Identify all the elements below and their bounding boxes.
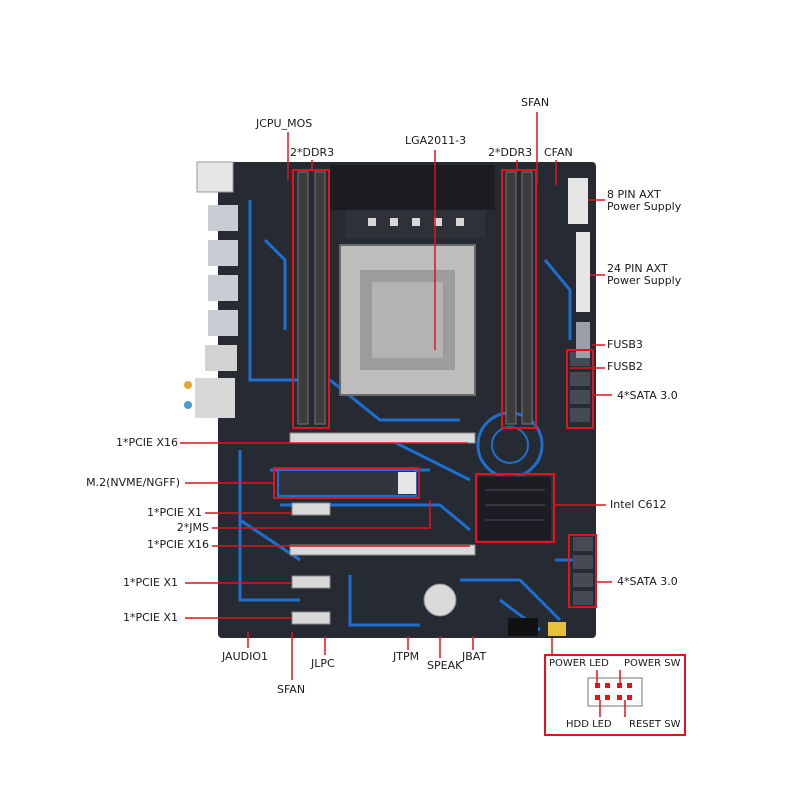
label-lga: LGA2011-3 (405, 134, 467, 147)
label-24pin-line2: Power Supply (607, 274, 682, 287)
label-reset-sw: RESET SW (629, 719, 681, 730)
label-hdd-led: HDD LED (566, 719, 612, 730)
label-pcie-x16-bottom: 1*PCIE X16 (146, 538, 209, 551)
callout-lines (180, 112, 612, 680)
label-jms: 2*JMS (176, 521, 209, 534)
pcie-slots (289, 432, 476, 625)
callout-boxes (273, 169, 686, 736)
label-speak: SPEAK (427, 659, 463, 672)
rear-io (184, 161, 238, 418)
sata-ports (570, 352, 593, 605)
label-8pin-line2: Power Supply (607, 200, 682, 213)
dimm-slots-left (297, 171, 326, 425)
label-m2: M.2(NVME/NGFF) (86, 476, 180, 489)
cpu-socket (339, 244, 476, 396)
label-24pin-line1: 24 PIN AXT (607, 262, 668, 275)
vrm-heatsink (330, 165, 495, 238)
m2-slot (277, 469, 417, 497)
label-power-sw: POWER SW (624, 658, 681, 669)
label-sfan-top: SFAN (521, 96, 550, 109)
label-fusb2: FUSB2 (607, 360, 643, 373)
label-ddr-left: 2*DDR3 (290, 146, 335, 159)
label-pcie-x16-top: 1*PCIE X16 (115, 436, 178, 449)
label-jcpu-mos: JCPU_MOS (256, 117, 313, 130)
dimm-slots-right (505, 171, 533, 425)
label-sfan-bottom: SFAN (277, 683, 306, 696)
label-jaudio: JAUDIO1 (222, 650, 268, 663)
cmos-battery (423, 583, 457, 617)
label-sata-bottom: 4*SATA 3.0 (617, 575, 678, 588)
label-intel-c612: Intel C612 (610, 498, 667, 511)
label-pcie-x1-a: 1*PCIE X1 (146, 506, 202, 519)
label-pcie-x1-b: 1*PCIE X1 (122, 576, 178, 589)
label-fusb3: FUSB3 (607, 338, 643, 351)
front-panel-diagram (587, 670, 643, 717)
chipset-heatsink (476, 475, 553, 542)
label-cfan: CFAN (544, 146, 573, 159)
label-8pin-line1: 8 PIN AXT (607, 188, 661, 201)
label-jbat: JBAT (462, 650, 487, 663)
label-jlpc: JLPC (311, 657, 335, 670)
label-ddr-right: 2*DDR3 (488, 146, 533, 159)
front-panel-pins (548, 622, 566, 636)
label-pcie-x1-c: 1*PCIE X1 (122, 611, 178, 624)
label-power-led: POWER LED (549, 658, 609, 669)
label-jtpm: JTPM (393, 650, 420, 663)
debug-led-display (508, 618, 538, 636)
label-sata-top: 4*SATA 3.0 (617, 389, 678, 402)
